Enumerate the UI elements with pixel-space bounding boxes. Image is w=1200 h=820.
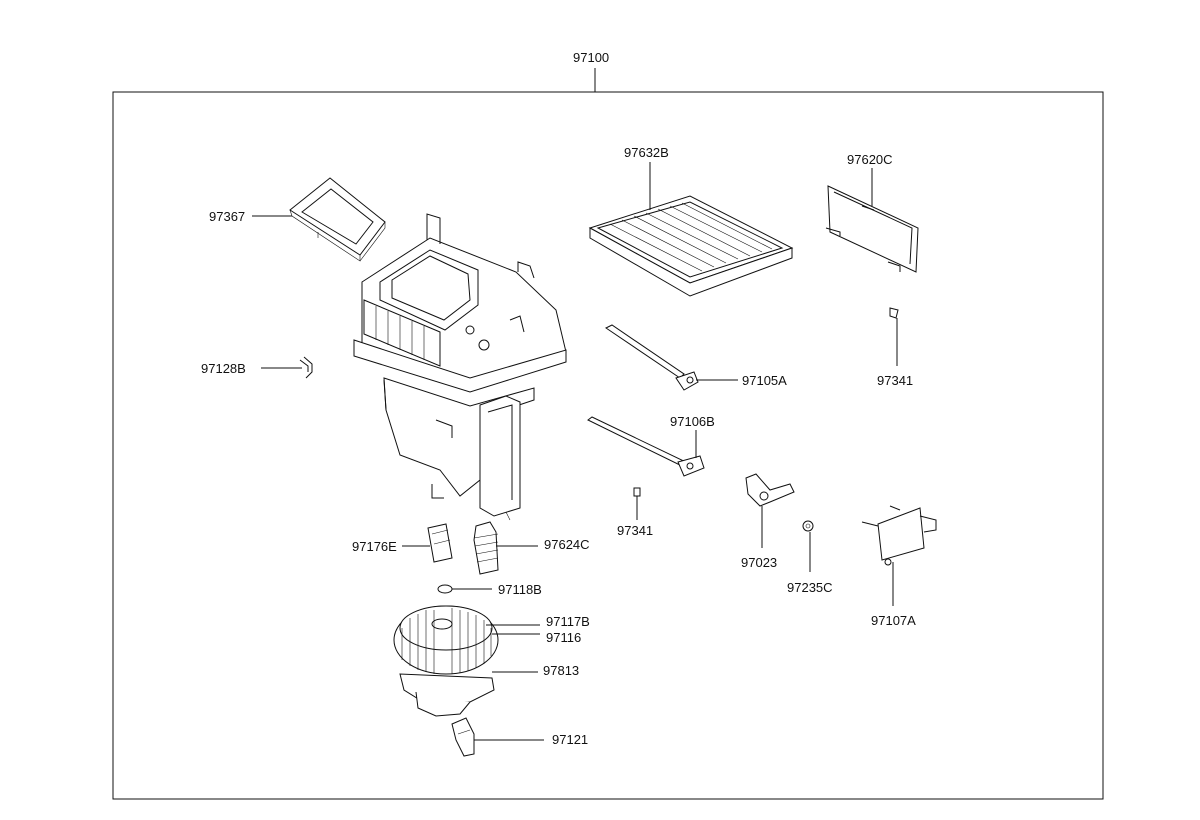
label-97118B[interactable]: 97118B [498, 582, 542, 597]
label-97116[interactable]: 97116 [546, 630, 581, 645]
label-97176E[interactable]: 97176E [352, 539, 397, 554]
part-97118B-drawing [437, 584, 453, 594]
label-97107A[interactable]: 97107A [871, 613, 916, 628]
part-97341a-drawing [889, 307, 899, 319]
part-97235C-drawing [802, 520, 814, 532]
part-97341b-drawing [633, 487, 641, 497]
part-97620C-drawing [825, 185, 919, 273]
part-97105A-drawing [605, 324, 699, 391]
label-97105A[interactable]: 97105A [742, 373, 787, 388]
part-97121-drawing [451, 717, 475, 757]
part-blower-housing-drawing [353, 213, 567, 521]
part-97106B-drawing [587, 416, 705, 477]
label-97121[interactable]: 97121 [552, 732, 588, 747]
label-97235C[interactable]: 97235C [787, 580, 833, 595]
label-97367[interactable]: 97367 [209, 209, 245, 224]
part-97632B-drawing [588, 195, 794, 297]
label-97632B[interactable]: 97632B [624, 145, 669, 160]
part-blower-motor-drawing [393, 605, 499, 717]
label-97341b[interactable]: 97341 [617, 523, 653, 538]
label-97341a[interactable]: 97341 [877, 373, 913, 388]
assembly-frame [112, 91, 1104, 800]
label-97620C[interactable]: 97620C [847, 152, 893, 167]
label-97128B[interactable]: 97128B [201, 361, 246, 376]
part-97624C-drawing [473, 521, 499, 575]
label-97624C[interactable]: 97624C [544, 537, 590, 552]
part-97367-drawing [289, 177, 386, 262]
label-97813[interactable]: 97813 [543, 663, 579, 678]
part-97128B-drawing [299, 356, 313, 379]
part-97023-drawing [745, 473, 795, 507]
label-assembly[interactable]: 97100 [573, 50, 609, 65]
label-97023[interactable]: 97023 [741, 555, 777, 570]
part-97176E-drawing [427, 523, 453, 563]
label-97117B[interactable]: 97117B [546, 614, 590, 629]
label-97106B[interactable]: 97106B [670, 414, 715, 429]
part-97107A-drawing [861, 505, 937, 566]
